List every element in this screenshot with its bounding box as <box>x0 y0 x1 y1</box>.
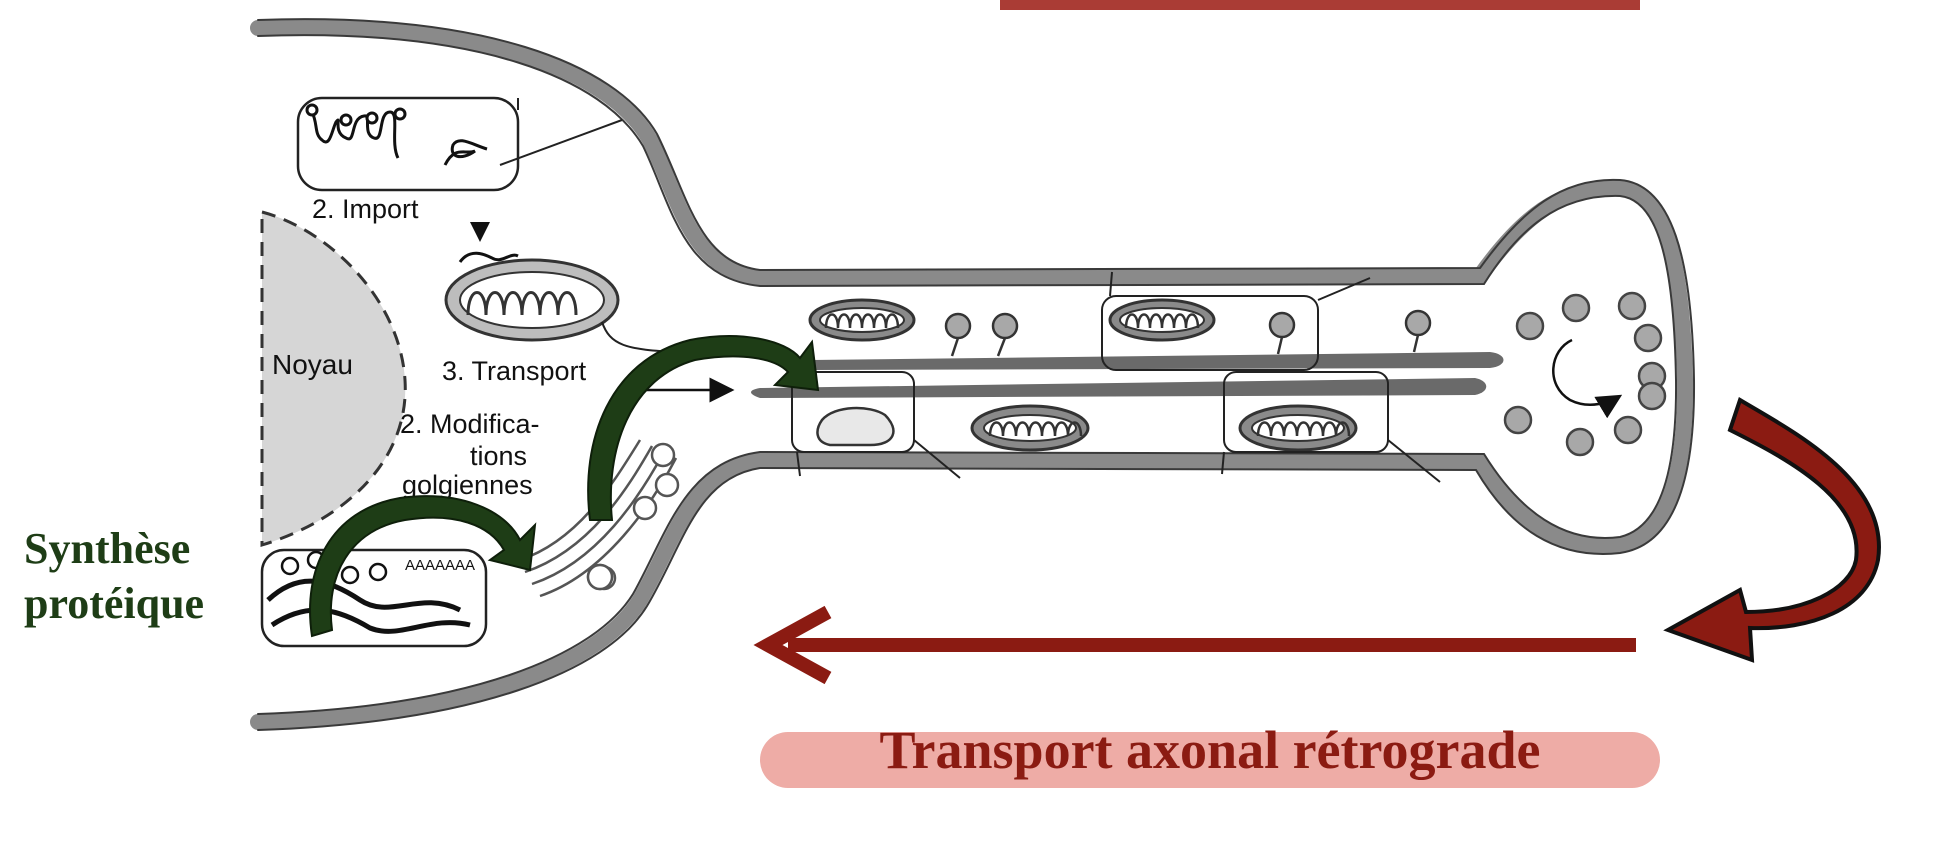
green-curved-arrow-1 <box>309 495 537 638</box>
top-title-fragment <box>1000 0 1640 10</box>
synthesis-arrows <box>309 335 820 638</box>
mrna-polyA-label: AAAAAAA <box>405 557 475 574</box>
cell-membrane <box>250 18 1696 731</box>
golgi-label-1: 2. Modifica- <box>400 409 540 439</box>
golgi-label-3: golgiennes <box>402 470 533 500</box>
retrograde-straight-arrow-head <box>753 605 832 685</box>
synthesis-label-1: Synthèse <box>24 524 190 573</box>
transport-label: 3. Transport <box>442 356 587 386</box>
nucleus-label: Noyau <box>272 349 353 380</box>
recycling-arrow <box>1552 338 1623 419</box>
retrograde-banner <box>760 732 1660 788</box>
retrograde-label: Transport axonal rétrograde <box>880 720 1541 780</box>
soma-mitochondrion <box>444 251 620 342</box>
axon-detail-boxes <box>791 271 1441 483</box>
microtubules <box>751 352 1504 398</box>
import-box <box>296 96 623 192</box>
red-curved-arrow <box>1663 397 1881 663</box>
retrograde-arrows <box>753 397 1881 685</box>
synthesis-label-2: protéique <box>24 579 204 628</box>
nucleus <box>260 210 407 548</box>
import-label: 2. Import <box>312 194 419 224</box>
lysosome <box>816 406 895 447</box>
golgi-apparatus <box>519 439 680 598</box>
green-curved-arrow-2 <box>587 335 820 521</box>
terminal-vesicles <box>1503 291 1667 457</box>
axon-mitochondria <box>808 298 1358 452</box>
axon-vesicles <box>944 309 1432 357</box>
golgi-label-2: tions <box>470 441 527 471</box>
